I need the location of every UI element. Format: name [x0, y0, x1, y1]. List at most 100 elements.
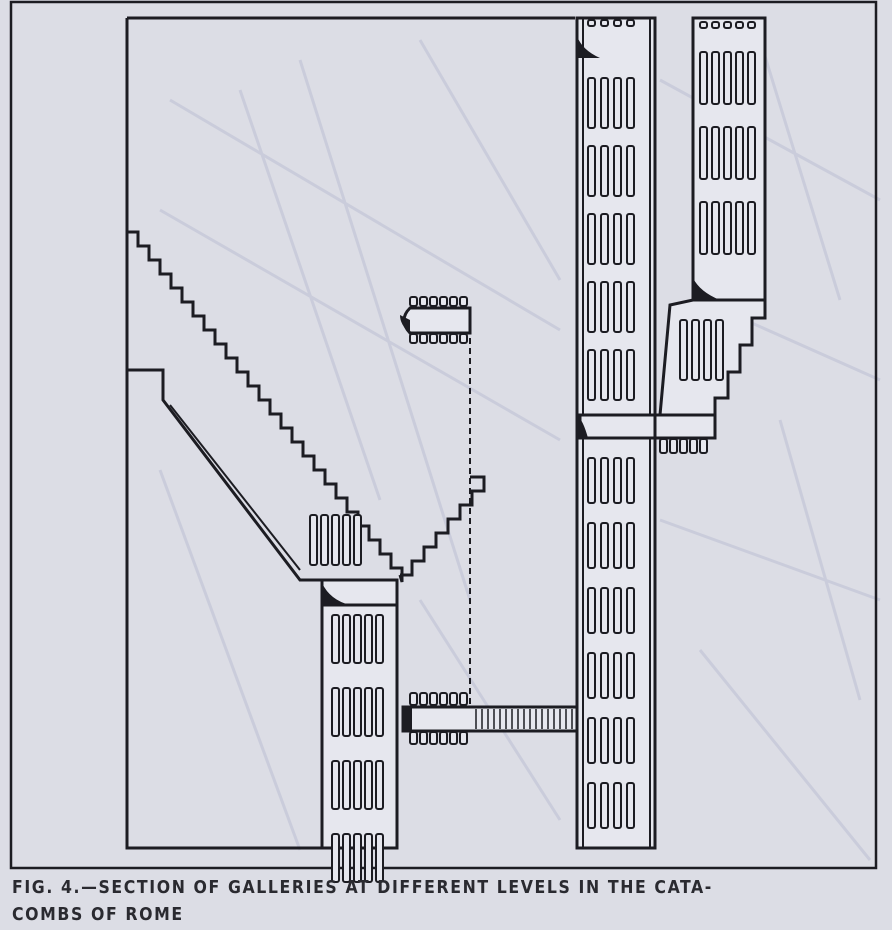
loculus	[626, 717, 635, 764]
loculus	[342, 687, 351, 737]
loculus	[699, 51, 708, 105]
loculus	[679, 319, 688, 381]
loculus	[342, 514, 351, 566]
loculus	[613, 522, 622, 569]
loculus	[626, 213, 635, 265]
loculus	[626, 19, 635, 27]
outer-frame	[9, 0, 878, 870]
loculus	[626, 145, 635, 197]
loculus	[626, 457, 635, 504]
loculus	[626, 522, 635, 569]
loculus	[613, 717, 622, 764]
loculus	[613, 281, 622, 333]
loculus	[587, 522, 596, 569]
loculus	[459, 333, 468, 344]
loculus	[723, 51, 732, 105]
loculus	[449, 692, 458, 706]
loculus	[439, 731, 448, 745]
loculus	[699, 126, 708, 180]
loculus	[375, 614, 384, 664]
loculus	[600, 457, 609, 504]
loculus	[723, 126, 732, 180]
loculus	[419, 692, 428, 706]
loculus	[715, 319, 724, 381]
loculus	[600, 717, 609, 764]
loculus	[711, 51, 720, 105]
loculus	[353, 514, 362, 566]
loculus	[409, 296, 418, 307]
loculus	[626, 652, 635, 699]
loculus	[600, 213, 609, 265]
loculus	[587, 782, 596, 829]
loculus	[587, 652, 596, 699]
loculus	[342, 833, 351, 883]
loculus	[723, 21, 732, 29]
gallery-end-mark	[577, 36, 600, 58]
loculus	[735, 21, 744, 29]
loculus	[353, 687, 362, 737]
loculus	[375, 760, 384, 810]
loculus	[699, 21, 708, 29]
loculus	[626, 349, 635, 401]
loculus	[600, 349, 609, 401]
loculus	[449, 731, 458, 745]
loculus	[331, 833, 340, 883]
loculus	[699, 438, 708, 454]
loculus	[613, 782, 622, 829]
loculus	[699, 201, 708, 255]
loculus	[409, 333, 418, 344]
loculus	[703, 319, 712, 381]
loculus	[439, 692, 448, 706]
loculus	[669, 438, 678, 454]
loculus	[429, 692, 438, 706]
section-drawing	[125, 16, 767, 850]
loculus	[587, 145, 596, 197]
loculus	[364, 760, 373, 810]
loculus	[459, 296, 468, 307]
loculus	[626, 587, 635, 634]
loculus	[711, 126, 720, 180]
loculus	[587, 457, 596, 504]
loculus	[419, 731, 428, 745]
caption-line-2: combs of Rome	[12, 905, 184, 925]
loculus	[342, 614, 351, 664]
loculus	[600, 522, 609, 569]
gallery-end-mark	[400, 315, 410, 333]
loculus	[353, 614, 362, 664]
loculus	[419, 296, 428, 307]
loculus	[613, 19, 622, 27]
slanted-gallery-inner	[169, 404, 301, 571]
loculus	[419, 333, 428, 344]
loculus	[587, 19, 596, 27]
loculus	[429, 296, 438, 307]
loculus	[747, 21, 756, 29]
upper-small-gallery	[402, 306, 472, 335]
gallery-ends	[322, 36, 720, 731]
gallery-end-mark	[403, 707, 412, 731]
loculus	[409, 692, 418, 706]
staircase-left	[127, 230, 404, 583]
loculus	[331, 687, 340, 737]
loculus	[600, 652, 609, 699]
loculus	[331, 514, 340, 566]
loculus	[679, 438, 688, 454]
loculus	[587, 349, 596, 401]
loculus	[613, 213, 622, 265]
loculi-niches	[309, 19, 756, 883]
loculus	[364, 687, 373, 737]
loculus	[331, 760, 340, 810]
caption-line-1: Fig. 4.—Section of galleries at differen…	[12, 878, 713, 898]
loculus	[613, 587, 622, 634]
loculus	[747, 126, 756, 180]
loculus	[689, 438, 698, 454]
loculus	[449, 296, 458, 307]
loculus	[353, 833, 362, 883]
loculus	[735, 51, 744, 105]
loculus	[587, 77, 596, 129]
loculus	[449, 333, 458, 344]
loculus	[600, 587, 609, 634]
gallery-end-mark	[577, 415, 588, 438]
loculus	[711, 21, 720, 29]
slanted-gallery	[127, 368, 322, 582]
